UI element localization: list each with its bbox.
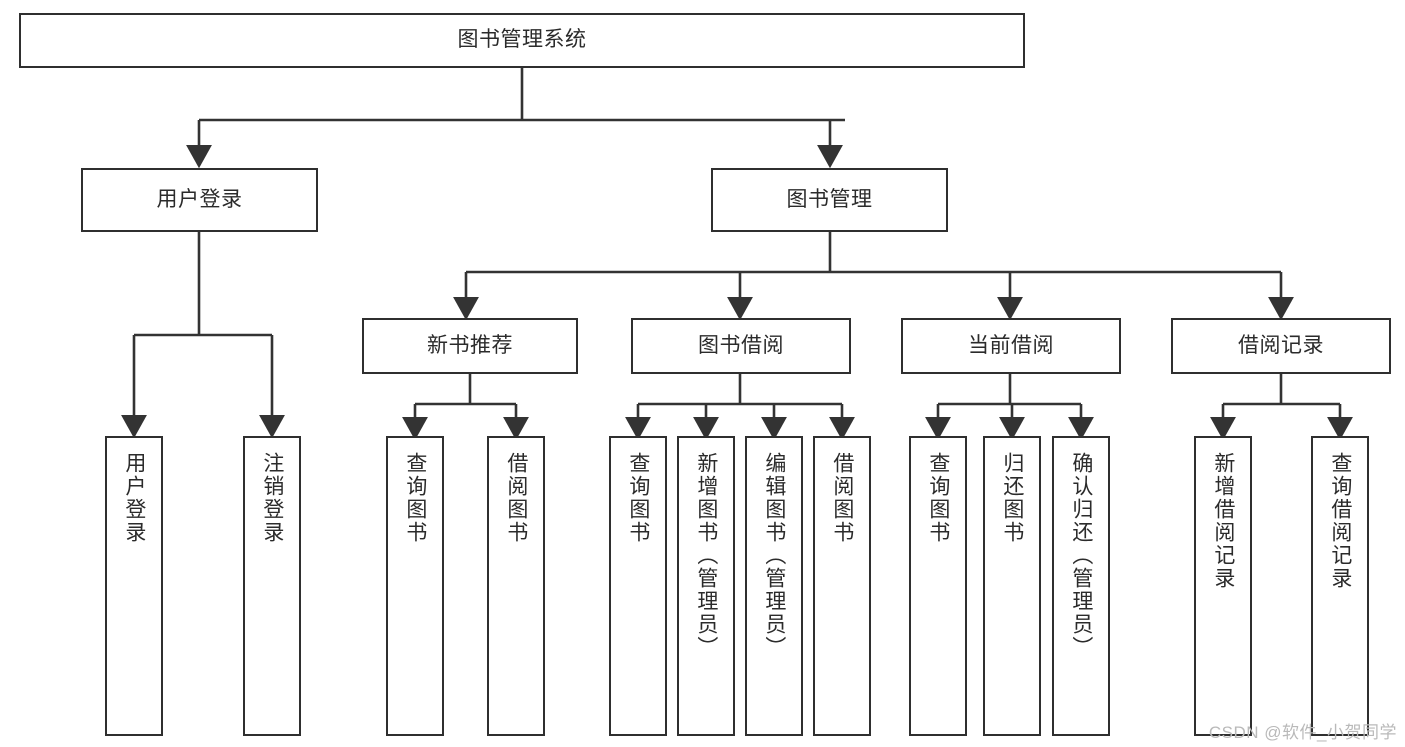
node-borrow-record[interactable]: 借阅记录	[1171, 318, 1391, 374]
leaf-recommend-borrow-book-label: 借阅图书	[504, 452, 528, 544]
leaf-borrow-query-book[interactable]: 查询图书	[609, 436, 667, 736]
leaf-borrow-query-book-label: 查询图书	[626, 452, 650, 544]
leaf-recommend-query-book[interactable]: 查询图书	[386, 436, 444, 736]
csdn-watermark: CSDN @软件_小贺同学	[1208, 723, 1397, 742]
leaf-user-login-label: 用户登录	[122, 452, 146, 544]
leaf-current-query-book[interactable]: 查询图书	[909, 436, 967, 736]
leaf-recommend-query-book-label: 查询图书	[403, 452, 427, 544]
node-current-borrow-label: 当前借阅	[968, 333, 1054, 357]
node-book-manage[interactable]: 图书管理	[711, 168, 948, 232]
leaf-record-add[interactable]: 新增借阅记录	[1194, 436, 1252, 736]
node-new-book-recommend[interactable]: 新书推荐	[362, 318, 578, 374]
node-new-book-recommend-label: 新书推荐	[427, 333, 513, 357]
leaf-borrow-borrow-book[interactable]: 借阅图书	[813, 436, 871, 736]
leaf-borrow-add-book[interactable]: 新增图书（管理员）	[677, 436, 735, 736]
node-user-login[interactable]: 用户登录	[81, 168, 318, 232]
leaf-current-confirm-return-label: 确认归还（管理员）	[1069, 452, 1093, 659]
node-book-manage-label: 图书管理	[786, 187, 873, 211]
leaf-current-confirm-return[interactable]: 确认归还（管理员）	[1052, 436, 1110, 736]
leaf-record-add-label: 新增借阅记录	[1211, 452, 1235, 590]
leaf-borrow-edit-book[interactable]: 编辑图书（管理员）	[745, 436, 803, 736]
leaf-current-return-book-label: 归还图书	[1000, 452, 1024, 544]
leaf-user-logout-label: 注销登录	[260, 452, 284, 544]
node-root[interactable]: 图书管理系统	[19, 13, 1025, 68]
node-current-borrow[interactable]: 当前借阅	[901, 318, 1121, 374]
leaf-borrow-add-book-label: 新增图书（管理员）	[694, 452, 718, 659]
node-borrow-record-label: 借阅记录	[1238, 333, 1324, 357]
node-book-borrow[interactable]: 图书借阅	[631, 318, 851, 374]
node-root-label: 图书管理系统	[457, 28, 587, 52]
node-user-login-label: 用户登录	[156, 187, 243, 211]
leaf-borrow-borrow-book-label: 借阅图书	[830, 452, 854, 544]
leaf-record-query[interactable]: 查询借阅记录	[1311, 436, 1369, 736]
leaf-recommend-borrow-book[interactable]: 借阅图书	[487, 436, 545, 736]
leaf-current-query-book-label: 查询图书	[926, 452, 950, 544]
node-book-borrow-label: 图书借阅	[698, 333, 784, 357]
leaf-user-login[interactable]: 用户登录	[105, 436, 163, 736]
leaf-record-query-label: 查询借阅记录	[1328, 452, 1352, 590]
leaf-borrow-edit-book-label: 编辑图书（管理员）	[762, 452, 786, 659]
leaf-user-logout[interactable]: 注销登录	[243, 436, 301, 736]
leaf-current-return-book[interactable]: 归还图书	[983, 436, 1041, 736]
